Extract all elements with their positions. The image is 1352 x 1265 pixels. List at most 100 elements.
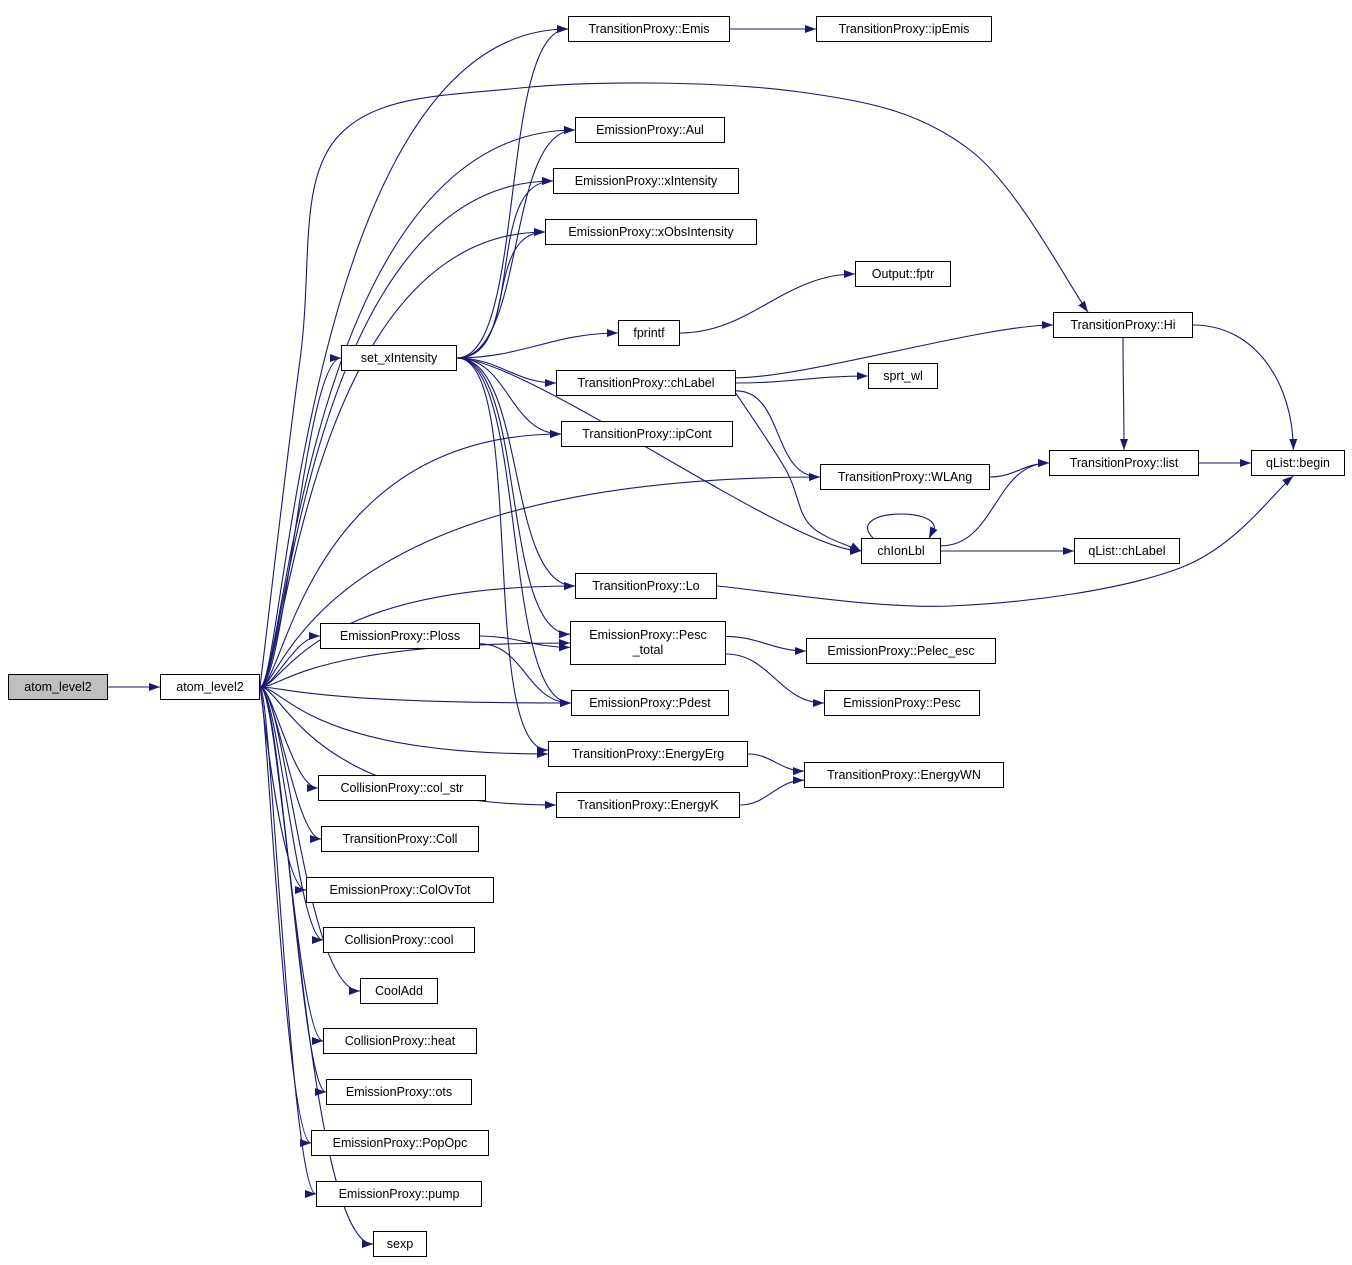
node-label: sprt_wl: [883, 368, 923, 383]
edge-chionlbl-chionlbl: [867, 513, 935, 539]
node-eerg[interactable]: TransitionProxy::EnergyErg: [548, 741, 748, 767]
node-sprtwl[interactable]: sprt_wl: [868, 363, 938, 389]
node-qchlabel[interactable]: qList::chLabel: [1074, 538, 1180, 564]
node-sexp[interactable]: sexp: [373, 1231, 427, 1257]
node-label: TransitionProxy::WLAng: [837, 469, 973, 484]
node-pesc[interactable]: EmissionProxy::Pesc: [824, 690, 980, 716]
edge-chionlbl-list: [940, 462, 1050, 547]
arrowhead-setx-xint: [542, 177, 553, 185]
arrowhead-a2-cooladd: [349, 987, 360, 995]
arrowhead-setx-aul: [564, 126, 575, 134]
node-chionlbl[interactable]: chIonLbl: [861, 538, 941, 564]
node-hi[interactable]: TransitionProxy::Hi: [1053, 312, 1193, 338]
node-label: sexp: [386, 1236, 414, 1251]
edge-hi-list: [1122, 337, 1125, 451]
node-aul[interactable]: EmissionProxy::Aul: [575, 117, 725, 143]
edge-chlabel-wlang: [735, 390, 821, 478]
arrowhead-eerg-ewn: [793, 767, 804, 776]
node-pdest[interactable]: EmissionProxy::Pdest: [571, 690, 729, 716]
node-fprintf[interactable]: fprintf: [618, 320, 680, 346]
arrowhead-pesctot-pesc: [813, 699, 824, 707]
arrowhead-a2-colstr: [307, 784, 318, 792]
node-wlang[interactable]: TransitionProxy::WLAng: [820, 464, 990, 490]
edge-fprintf-fptr: [679, 273, 856, 334]
arrowhead-a2-hi: [1078, 300, 1088, 312]
node-popopc[interactable]: EmissionProxy::PopOpc: [311, 1130, 489, 1156]
node-xobs[interactable]: EmissionProxy::xObsIntensity: [545, 219, 757, 245]
node-a2[interactable]: atom_level2: [160, 674, 260, 700]
node-label: TransitionProxy::EnergyK: [577, 797, 719, 812]
arrowhead-ploss-pesctot: [559, 643, 570, 652]
arrowhead-a2-sexp: [362, 1240, 373, 1248]
edge-setx-fprintf: [456, 332, 619, 359]
node-list[interactable]: TransitionProxy::list: [1049, 450, 1199, 476]
arrowhead-setx-pesctot: [559, 630, 570, 639]
node-xint[interactable]: EmissionProxy::xIntensity: [553, 168, 739, 194]
node-label: TransitionProxy::EnergyErg: [571, 746, 725, 761]
node-emis[interactable]: TransitionProxy::Emis: [568, 16, 730, 42]
node-label: EmissionProxy::Pelec_esc: [827, 643, 975, 658]
node-lo[interactable]: TransitionProxy::Lo: [575, 573, 717, 599]
arrowhead-emis-ipemis: [805, 25, 816, 33]
node-colovtot[interactable]: EmissionProxy::ColOvTot: [306, 877, 494, 903]
node-label: atom_level2: [24, 679, 92, 694]
node-label: TransitionProxy::chLabel: [577, 375, 715, 390]
node-label: EmissionProxy::Pdest: [589, 695, 711, 710]
edge-setx-chlabel: [456, 357, 557, 384]
node-begin[interactable]: qList::begin: [1251, 450, 1345, 476]
arrowhead-a2-popopc: [300, 1139, 311, 1147]
node-a2f: atom_level2: [8, 674, 108, 700]
node-label: EmissionProxy::xObsIntensity: [568, 224, 734, 239]
node-ploss[interactable]: EmissionProxy::Ploss: [320, 623, 480, 649]
edge-setx-eerg: [456, 357, 549, 751]
edge-lo-begin: [716, 475, 1294, 607]
node-cool[interactable]: CollisionProxy::cool: [323, 927, 475, 953]
node-colstr[interactable]: CollisionProxy::col_str: [318, 775, 486, 801]
edge-setx-xobs: [456, 231, 546, 359]
node-label: EmissionProxy::Aul: [596, 122, 704, 137]
edge-a2-popopc: [259, 686, 312, 1144]
node-ek[interactable]: TransitionProxy::EnergyK: [556, 792, 740, 818]
edge-pesctot-pesc: [725, 653, 825, 704]
arrowhead-chionlbl-list: [1038, 459, 1049, 467]
node-label: CollisionProxy::heat: [344, 1033, 456, 1048]
edge-a2-cool: [259, 686, 324, 941]
node-ipemis[interactable]: TransitionProxy::ipEmis: [816, 16, 992, 42]
node-label: EmissionProxy::xIntensity: [574, 173, 718, 188]
edge-setx-chionlbl: [456, 357, 862, 552]
node-chlabel[interactable]: TransitionProxy::chLabel: [556, 370, 736, 396]
arrowhead-a2-setx: [330, 354, 341, 362]
node-label: EmissionProxy::Pesc _total: [589, 628, 707, 657]
node-label: EmissionProxy::PopOpc: [332, 1135, 468, 1150]
node-label: TransitionProxy::EnergyWN: [827, 767, 981, 782]
node-label: CollisionProxy::cool: [344, 932, 454, 947]
node-label: TransitionProxy::Coll: [342, 831, 458, 846]
node-ipcont[interactable]: TransitionProxy::ipCont: [561, 421, 733, 447]
arrowhead-setx-lo: [564, 582, 575, 590]
arrowhead-lo-begin: [1282, 476, 1294, 487]
node-label: Output::fptr: [871, 266, 935, 281]
node-setx[interactable]: set_xIntensity: [341, 345, 457, 371]
node-heat[interactable]: CollisionProxy::heat: [323, 1028, 477, 1054]
node-pump[interactable]: EmissionProxy::pump: [316, 1181, 482, 1207]
arrowhead-a2f-a2: [149, 683, 160, 691]
node-ots[interactable]: EmissionProxy::ots: [326, 1079, 472, 1105]
node-ewn[interactable]: TransitionProxy::EnergyWN: [804, 762, 1004, 788]
edge-setx-pesctot: [456, 357, 571, 635]
arrowhead-a2-ek: [545, 801, 556, 809]
arrowhead-chionlbl-chionlbl: [929, 526, 938, 538]
node-coll[interactable]: TransitionProxy::Coll: [321, 826, 479, 852]
arrowhead-fprintf-fptr: [844, 270, 855, 278]
node-pelec[interactable]: EmissionProxy::Pelec_esc: [806, 638, 996, 664]
edge-a2-eerg: [259, 686, 549, 755]
node-label: atom_level2: [176, 679, 244, 694]
edge-a2-pdest: [259, 686, 572, 704]
node-pesctot[interactable]: EmissionProxy::Pesc _total: [570, 621, 726, 665]
node-fptr[interactable]: Output::fptr: [855, 261, 951, 287]
node-cooladd[interactable]: CoolAdd: [360, 978, 438, 1004]
edge-chlabel-sprtwl: [735, 375, 869, 384]
edge-a2-hi: [259, 82, 1089, 688]
node-label: CollisionProxy::col_str: [340, 780, 464, 795]
